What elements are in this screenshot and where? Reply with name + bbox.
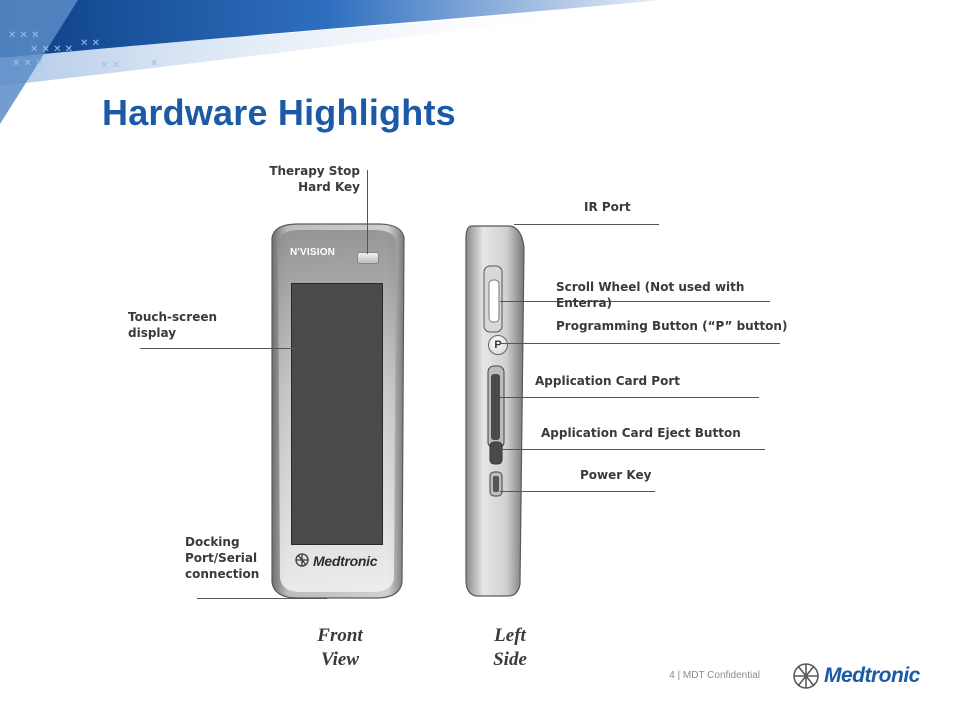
touch-screen-leader-line bbox=[140, 348, 295, 349]
page-title: Hardware Highlights bbox=[102, 92, 456, 133]
app-card-eject-label: Application Card Eject Button bbox=[541, 426, 741, 440]
device-logo: Medtronic bbox=[313, 553, 378, 569]
footer-logo: Medtronic bbox=[824, 664, 920, 687]
power-key-label: Power Key bbox=[580, 468, 652, 482]
therapy-stop-label: Therapy Stop Hard Key bbox=[269, 164, 360, 194]
docking-leader-line bbox=[197, 598, 327, 599]
device-side-image bbox=[465, 225, 525, 597]
scroll-wheel-label: Scroll Wheel (Not used with Enterra) bbox=[556, 280, 745, 310]
therapy-stop-leader-line bbox=[367, 170, 368, 254]
medtronic-logo-icon bbox=[793, 663, 819, 689]
power-key-leader-line bbox=[500, 491, 655, 492]
header-banner: ✕ ✕ ✕ ✕ ✕ ✕ ✕ ✕ ✕ ✕ ✕ ✕ ✕ ✕ ✕ bbox=[0, 0, 660, 124]
programming-p-button[interactable]: P bbox=[488, 335, 508, 355]
ir-port-label: IR Port bbox=[584, 200, 631, 214]
svg-text:✕ ✕ ✕: ✕ ✕ ✕ bbox=[12, 58, 44, 69]
app-card-port-label: Application Card Port bbox=[535, 374, 681, 388]
scroll-wheel-leader-line bbox=[500, 301, 770, 302]
touch-screen-display bbox=[291, 283, 383, 545]
svg-text:✕: ✕ bbox=[150, 58, 158, 69]
svg-text:✕ ✕: ✕ ✕ bbox=[100, 60, 120, 71]
therapy-stop-hard-key[interactable] bbox=[357, 252, 379, 264]
svg-text:✕ ✕ ✕: ✕ ✕ ✕ bbox=[8, 30, 40, 41]
ir-port-leader-line bbox=[514, 224, 659, 225]
footer-confidential: 4 | MDT Confidential bbox=[669, 670, 760, 681]
left-side-caption: Left Side bbox=[493, 625, 527, 670]
app-card-eject-leader-line bbox=[500, 449, 765, 450]
docking-port-label: Docking Port/Serial connection bbox=[185, 535, 260, 581]
programming-button-label: Programming Button (“P” button) bbox=[556, 319, 788, 333]
svg-text:✕ ✕ ✕ ✕: ✕ ✕ ✕ ✕ bbox=[30, 44, 73, 55]
front-view-caption: Front View bbox=[317, 625, 363, 670]
device-brand-label: N'VISION bbox=[290, 247, 336, 258]
app-card-port-leader-line bbox=[500, 397, 759, 398]
programming-button-leader-line bbox=[500, 343, 780, 344]
touch-screen-label: Touch-screen display bbox=[128, 310, 218, 340]
svg-text:✕ ✕: ✕ ✕ bbox=[80, 38, 100, 49]
